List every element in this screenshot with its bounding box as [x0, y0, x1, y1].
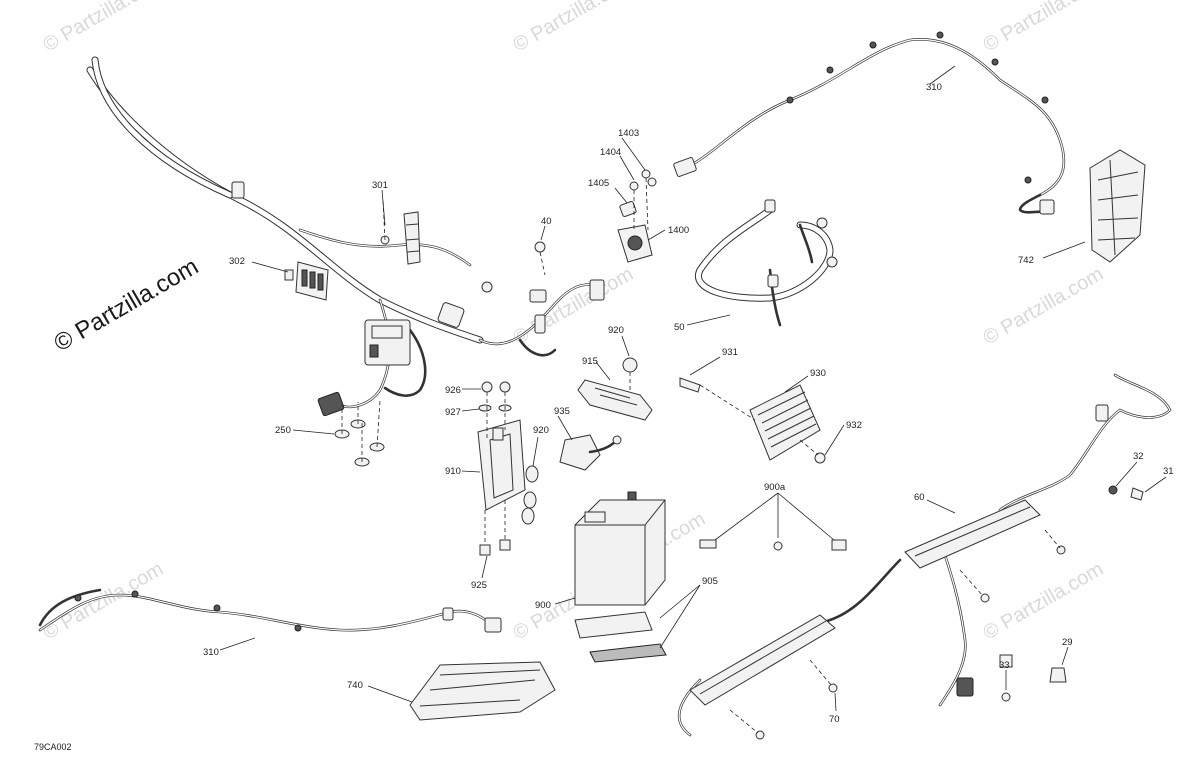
callout-910: 910	[445, 466, 461, 477]
callout-930: 930	[810, 368, 826, 379]
watermark: © Partzilla.com	[510, 263, 638, 349]
watermark: © Partzilla.com	[980, 0, 1108, 56]
callout-740: 740	[347, 680, 363, 691]
callout-40: 40	[541, 216, 552, 227]
watermark-large: © Partzilla.com	[50, 253, 204, 357]
watermark: © Partzilla.com	[980, 558, 1108, 644]
callout-31: 31	[1163, 466, 1174, 477]
callout-labels: 1403 1404 1405 1400 310 301 302 40 742 5…	[34, 82, 1174, 752]
grommets-920	[521, 465, 539, 525]
hold-down-bracket-910	[477, 381, 526, 556]
callout-1404: 1404	[600, 147, 621, 158]
callout-926: 926	[445, 385, 461, 396]
callout-60: 60	[914, 492, 925, 503]
callout-310-bottom: 310	[203, 647, 219, 658]
callout-310-top: 310	[926, 82, 942, 93]
watermark: © Partzilla.com	[40, 558, 168, 644]
battery-cable-50	[695, 199, 838, 327]
callout-927: 927	[445, 407, 461, 418]
taillight-harness-60	[677, 373, 1172, 740]
main-wiring-harness	[86, 56, 605, 417]
light-harness-310-top	[673, 31, 1066, 215]
callout-935: 935	[554, 406, 570, 417]
callout-742: 742	[1018, 255, 1034, 266]
callout-70: 70	[829, 714, 840, 725]
battery-bracket-915	[577, 357, 653, 421]
grommet-set-250	[334, 399, 385, 467]
callout-900: 900	[535, 600, 551, 611]
terminal-assembly-1400	[617, 169, 657, 263]
callout-33: 33	[999, 660, 1010, 671]
watermark: © Partzilla.com	[510, 0, 638, 56]
callout-50: 50	[674, 322, 685, 333]
diagram-code: 79CA002	[34, 742, 72, 752]
callout-905: 905	[702, 576, 718, 587]
callout-932: 932	[846, 420, 862, 431]
battery-900	[574, 491, 666, 606]
callout-302: 302	[229, 256, 245, 267]
callout-250: 250	[275, 425, 291, 436]
callout-931: 931	[722, 347, 738, 358]
callout-301: 301	[372, 180, 388, 191]
screw-40	[481, 241, 546, 293]
callout-32: 32	[1133, 451, 1144, 462]
headlight-742	[1089, 149, 1146, 263]
callout-1405: 1405	[588, 178, 609, 189]
callout-1403: 1403	[618, 128, 639, 139]
taillight-740	[409, 661, 556, 721]
callout-915: 915	[582, 356, 598, 367]
callout-1400: 1400	[668, 225, 689, 236]
battery-pads-905	[574, 611, 667, 663]
terminal-kit-900a	[699, 539, 847, 551]
callout-29: 29	[1062, 637, 1073, 648]
voltage-regulator-930	[679, 377, 826, 464]
watermark: © Partzilla.com	[980, 263, 1108, 349]
light-harness-310-bottom	[38, 588, 502, 633]
callout-920-top: 920	[608, 325, 624, 336]
bracket-302	[284, 261, 329, 301]
bracket-301	[380, 199, 421, 265]
leader-lines	[219, 65, 1167, 712]
callout-900a: 900a	[764, 482, 786, 493]
terminal-cover-935	[559, 434, 622, 471]
watermark: © Partzilla.com	[40, 0, 168, 56]
callout-920-mid: 920	[533, 425, 549, 436]
callout-925: 925	[471, 580, 487, 591]
